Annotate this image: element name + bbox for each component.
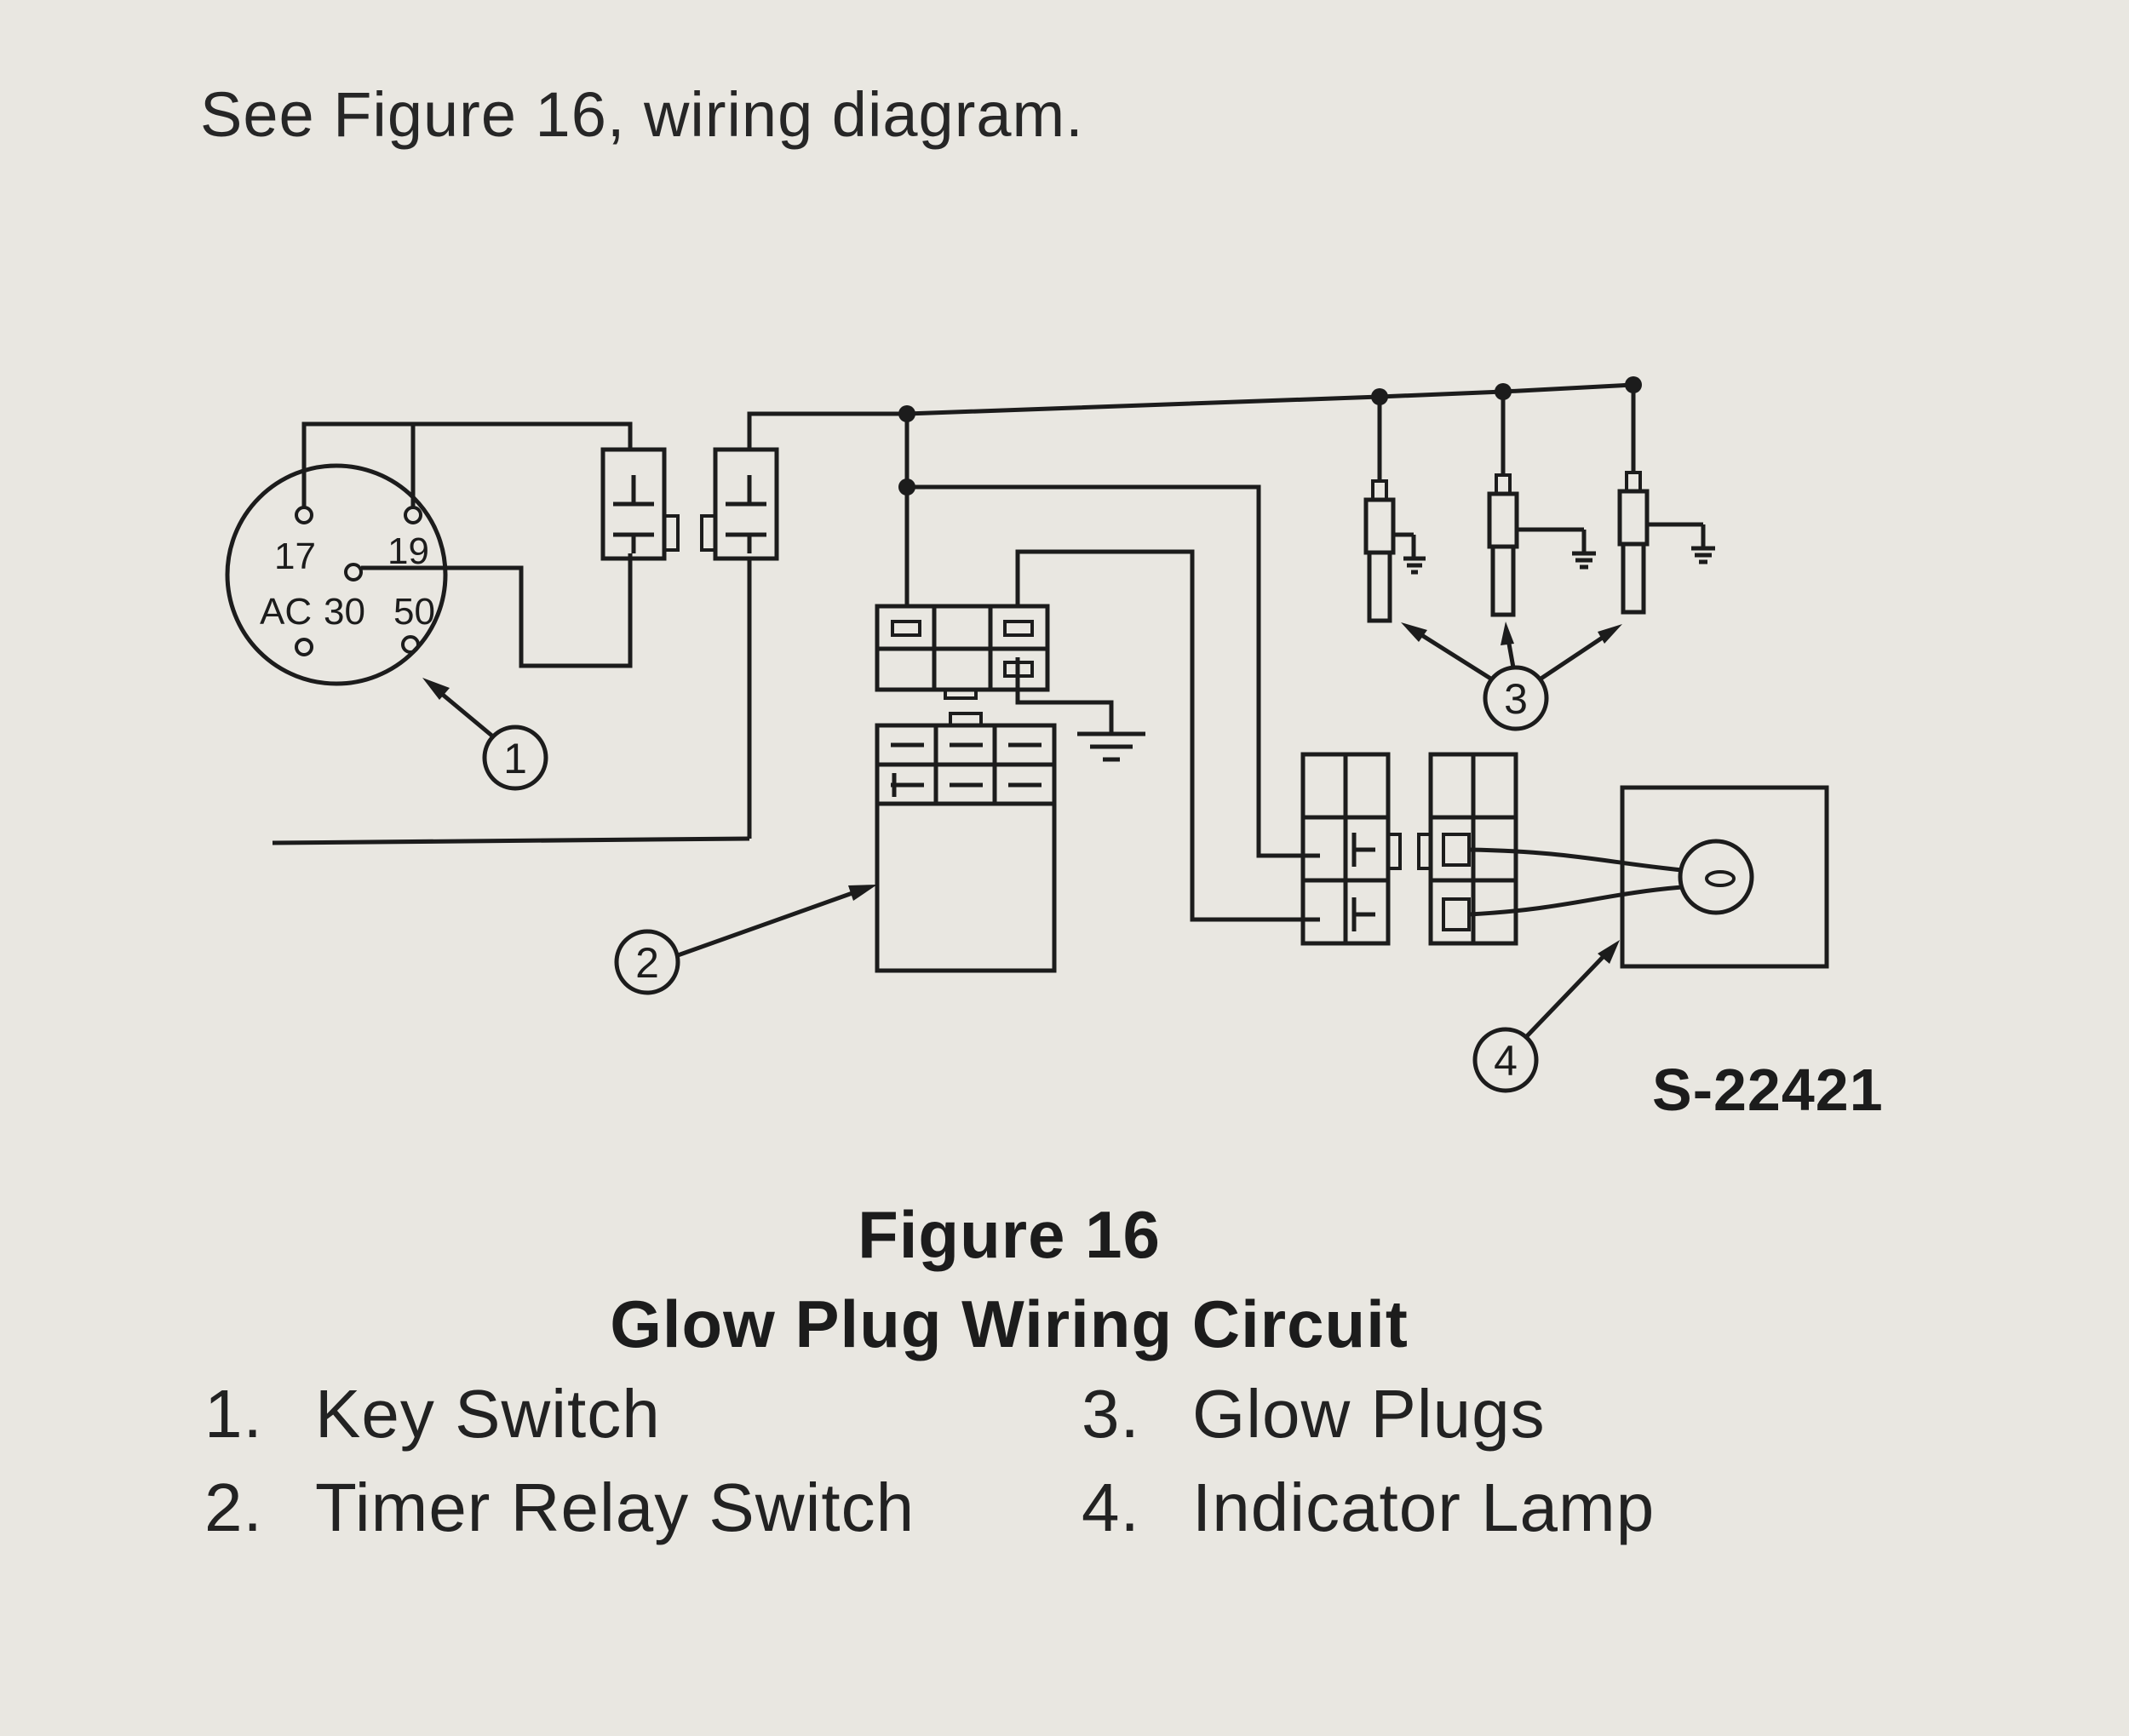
ground-symbol [1077,731,1145,762]
terminal-ac-contact [295,638,313,656]
wire-relay-to-indicator [1015,549,1320,922]
key-switch-body [225,463,448,686]
callout-1-number: 1 [503,735,527,782]
callout-4: 4 [1472,940,1620,1093]
legend-item-timer-relay-switch: 2. Timer Relay Switch [204,1469,915,1547]
callout-2: 2 [614,885,877,995]
wire-17-19-to-bus [301,421,633,507]
terminal-19-label: 19 [387,530,429,572]
legend-label: Key Switch [315,1376,661,1452]
figure-title: Glow Plug Wiring Circuit [610,1286,1409,1361]
legend-item-glow-plugs: 3. Glow Plugs [1082,1375,1546,1453]
legend-label: Timer Relay Switch [315,1470,915,1545]
wire-main-bus [747,382,1634,450]
terminal-17-label: 17 [274,536,316,577]
key-switch: 17 19 AC 30 50 [225,463,448,686]
intro-text: See Figure 16, wiring diagram. [200,79,1084,150]
glow-plug-middle [1487,392,1596,617]
relay-body [875,801,1057,973]
glow-plug-left [1363,397,1426,623]
terminal-50-contact [401,635,420,654]
timer-relay-switch [875,604,1057,973]
legend-number: 1. [204,1376,263,1452]
terminal-19-contact [404,506,422,524]
indicator-lamp-housing [1620,785,1829,969]
legend-item-indicator-lamp: 4. Indicator Lamp [1082,1469,1655,1547]
legend-label: Indicator Lamp [1192,1470,1656,1545]
terminal-50-label: 50 [393,591,435,633]
terminal-30-label: 30 [324,591,365,633]
indicator-connector [1300,752,1518,946]
callout-3-number: 3 [1504,675,1528,723]
callout-3: 3 [1401,622,1622,731]
wire-relay-to-lamp-connector [907,484,1320,858]
legend-number: 3. [1082,1376,1140,1452]
callout-4-number: 4 [1494,1037,1518,1085]
wire-battery-feed [272,836,750,845]
callout-1: 1 [422,678,548,791]
terminal-30-contact [344,563,363,582]
legend-label: Glow Plugs [1192,1376,1546,1452]
glow-plug-right [1617,385,1715,615]
drawing-code: S-22421 [1652,1057,1884,1123]
terminal-17-contact [295,506,313,524]
key-switch-connector [600,447,779,561]
wire-relay-ground [1015,657,1114,734]
wire-30-to-connector [361,553,633,668]
legend-number: 2. [204,1470,263,1545]
legend-number: 4. [1082,1470,1140,1545]
legend-item-key-switch: 1. Key Switch [204,1375,661,1453]
callout-2-number: 2 [635,939,659,987]
figure-number: Figure 16 [858,1197,1161,1272]
indicator-lamp [1468,785,1829,969]
terminal-ac-label: AC [260,591,312,633]
